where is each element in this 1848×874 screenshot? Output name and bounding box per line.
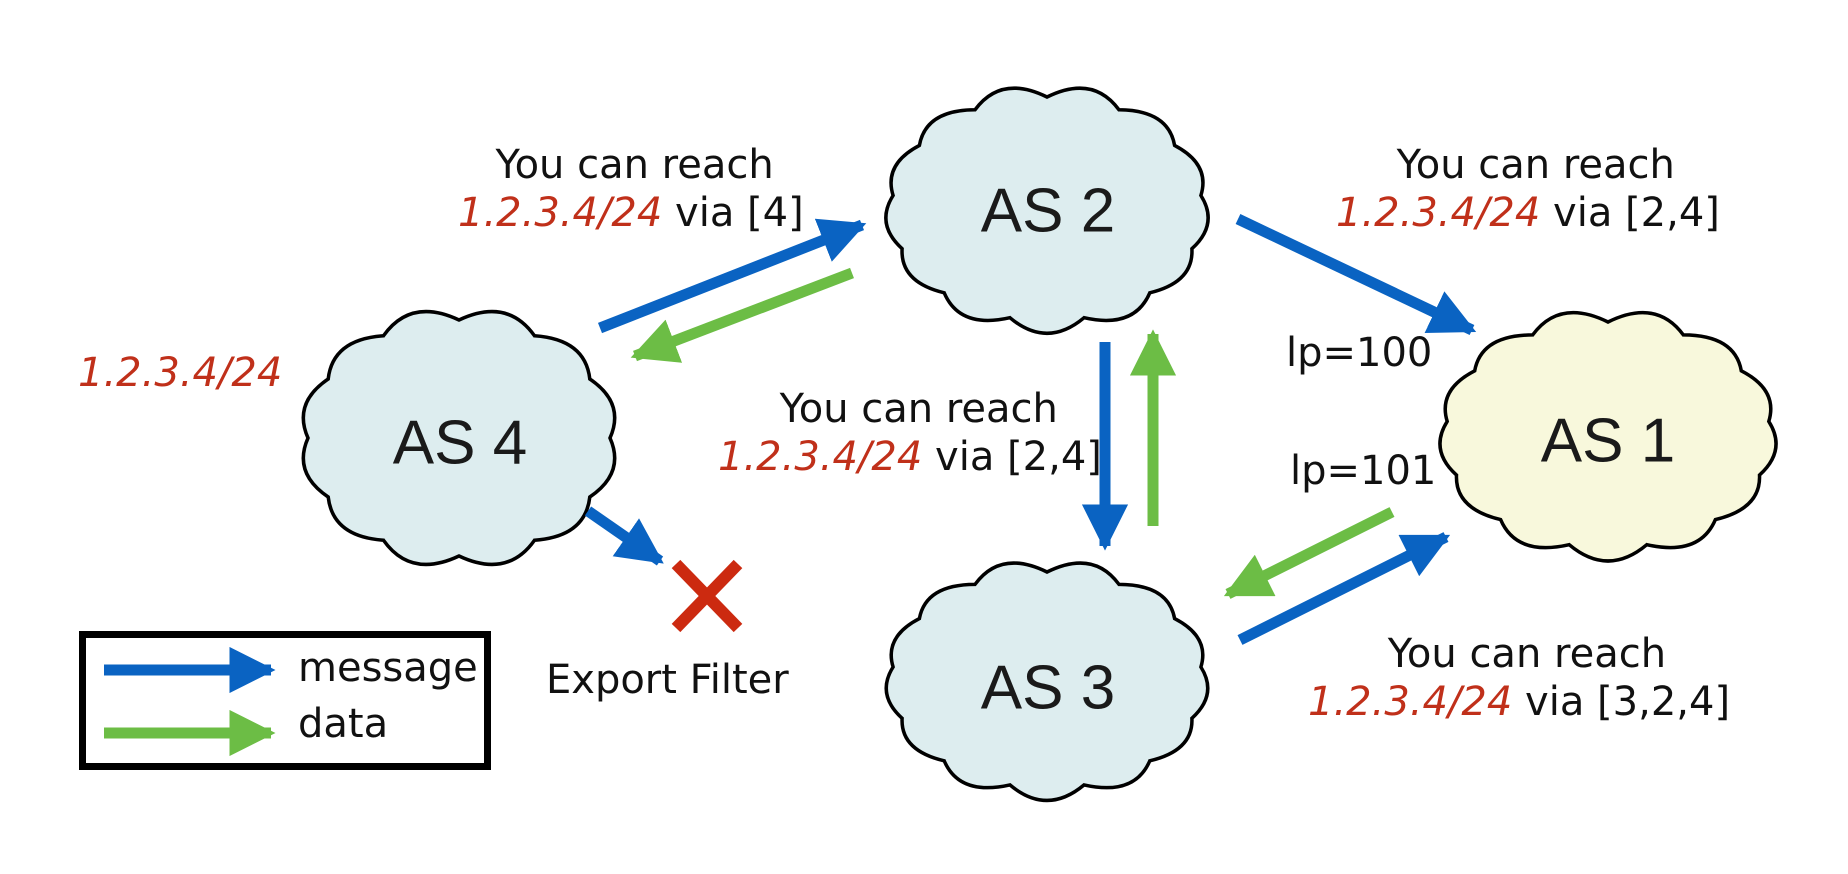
announcement-as2-to-as3: You can reach 1.2.3.4/24 via [2,4]	[718, 385, 1102, 481]
announcement-prefix: 1.2.3.4/24	[1336, 190, 1541, 236]
message-arrow-as4-to-filter	[584, 506, 664, 566]
announcement-text: You can reach	[779, 386, 1058, 432]
as4-cloud	[301, 309, 617, 567]
legend-message-label: message	[298, 645, 478, 691]
x-mark-icon	[671, 559, 743, 633]
message-arrow-as2-to-as1	[1235, 214, 1477, 335]
export-filter-label: Export Filter	[546, 657, 789, 703]
announcement-prefix: 1.2.3.4/24	[458, 190, 663, 236]
local-pref-as2-label: lp=100	[1286, 330, 1433, 376]
announcement-text: You can reach	[1387, 631, 1667, 677]
data-arrow-as2-to-as4	[630, 267, 854, 363]
origin-prefix-label: 1.2.3.4/24	[78, 350, 283, 396]
announcement-path: via [2,4]	[1553, 190, 1720, 236]
message-arrow-as4-to-as2	[597, 218, 867, 334]
data-arrow-as1-to-as3	[1223, 507, 1395, 599]
local-pref-as3-label: lp=101	[1290, 448, 1437, 494]
announcement-as4-to-as2: You can reach 1.2.3.4/24 via [4]	[458, 141, 804, 237]
legend-data-label: data	[298, 701, 389, 747]
announcement-as2-to-as1: You can reach 1.2.3.4/24 via [2,4]	[1336, 141, 1720, 237]
announcement-text: You can reach	[1396, 142, 1675, 188]
message-arrow-as3-to-as1	[1237, 532, 1451, 645]
announcement-path: via [4]	[675, 190, 804, 236]
announcement-text: You can reach	[495, 142, 774, 188]
legend	[79, 631, 491, 770]
as3-cloud	[884, 561, 1210, 803]
as1-label: AS 1	[1540, 406, 1676, 476]
as4-label: AS 4	[392, 408, 528, 478]
announcement-path: via [2,4]	[935, 434, 1102, 480]
announcement-prefix: 1.2.3.4/24	[718, 434, 923, 480]
announcement-path: via [3,2,4]	[1525, 679, 1731, 725]
as2-cloud	[884, 86, 1210, 336]
announcement-prefix: 1.2.3.4/24	[1308, 679, 1513, 725]
announcement-as3-to-as1: You can reach 1.2.3.4/24 via [3,2,4]	[1308, 630, 1730, 726]
as3-label: AS 3	[980, 653, 1116, 723]
as2-label: AS 2	[980, 176, 1116, 246]
as1-cloud	[1438, 310, 1778, 563]
